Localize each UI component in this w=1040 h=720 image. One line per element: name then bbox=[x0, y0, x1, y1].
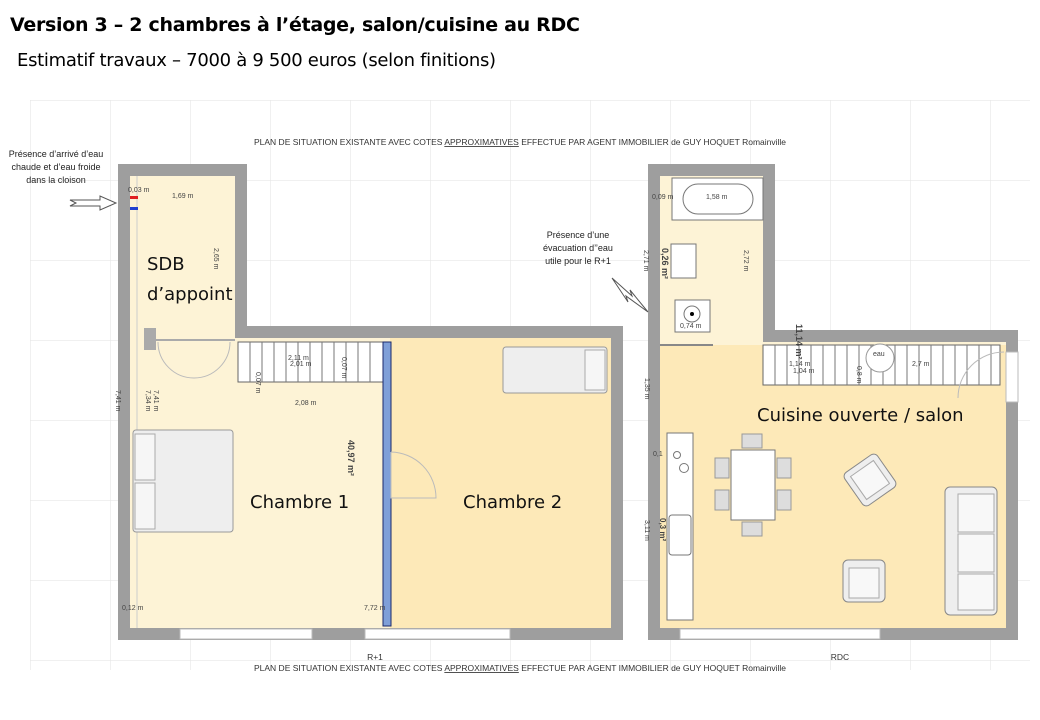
dimension-label: 0,1 bbox=[653, 451, 663, 458]
dimension-label: 0,07 m bbox=[340, 357, 347, 379]
dimension-label: 2,72 m bbox=[742, 250, 749, 272]
upper-floor-plan: Présence d’arrivé d’eau chaude et d’eau … bbox=[9, 149, 623, 640]
dimension-label: 0,74 m bbox=[680, 323, 702, 330]
toilet bbox=[674, 299, 711, 333]
dining-table bbox=[714, 433, 792, 537]
window bbox=[1005, 351, 1019, 403]
drain-note: évacuation d’’eau bbox=[543, 243, 613, 253]
ground-floor-plan: Présence d’une évacuation d’’eau utile p… bbox=[543, 164, 1019, 640]
caption-top: PLAN DE SITUATION EXISTANTE AVEC COTES A… bbox=[254, 137, 786, 147]
arrow-icon bbox=[69, 195, 118, 211]
dimension-label: 0,12 m bbox=[122, 605, 144, 612]
caption-bottom: PLAN DE SITUATION EXISTANTE AVEC COTES A… bbox=[254, 663, 786, 673]
chambre2-door bbox=[390, 451, 437, 499]
dimension-label: 7,34 m bbox=[144, 390, 151, 412]
dimension-label: 0,09 m bbox=[652, 194, 674, 201]
dimension-label: 7,72 m bbox=[364, 605, 386, 612]
window bbox=[679, 628, 881, 640]
new-partition-wall bbox=[382, 341, 392, 627]
level-label-ground: RDC bbox=[831, 652, 849, 662]
window bbox=[179, 628, 313, 640]
sofa bbox=[944, 486, 998, 616]
dimension-label: 2,71 m bbox=[642, 250, 649, 272]
bed-chambre2 bbox=[502, 346, 608, 394]
sink bbox=[670, 243, 697, 279]
dimension-label: 7,41 m bbox=[114, 390, 121, 412]
bed-chambre1 bbox=[132, 429, 234, 533]
water-heater-label: eau bbox=[873, 351, 885, 358]
page-subtitle: Estimatif travaux – 7000 à 9 500 euros (… bbox=[17, 50, 496, 71]
room-label-cuisine: Cuisine ouverte / salon bbox=[757, 405, 964, 426]
dimension-label: 1,14 m bbox=[789, 361, 811, 368]
dimension-label: 2,65 m bbox=[212, 248, 219, 270]
level-label-upper: R+1 bbox=[367, 652, 383, 662]
water-note: Présence d’arrivé d’eau bbox=[9, 149, 104, 159]
page-title: Version 3 – 2 chambres à l’étage, salon/… bbox=[10, 14, 580, 36]
room-label-sdb: SDB bbox=[147, 254, 185, 275]
stairs-upper bbox=[237, 341, 387, 383]
arrow-icon bbox=[611, 277, 649, 313]
armchair bbox=[843, 453, 897, 507]
area-label: 11,14 m² bbox=[794, 324, 804, 360]
window bbox=[364, 628, 511, 640]
hot-water-marker bbox=[130, 196, 138, 199]
dimension-label: 1,04 m bbox=[793, 368, 815, 375]
room-label-sdb: d’appoint bbox=[147, 284, 233, 305]
dimension-label: 7,41 m bbox=[152, 390, 159, 412]
dimension-label: 3,11 m bbox=[643, 520, 650, 541]
area-label: 0,3 m² bbox=[658, 518, 667, 541]
dimension-label: 2,01 m bbox=[290, 361, 312, 368]
kitchen-counter bbox=[666, 432, 694, 621]
sdb-double-door bbox=[157, 341, 231, 379]
dimension-label: 2,7 m bbox=[912, 361, 930, 368]
room-label-chambre2: Chambre 2 bbox=[463, 492, 562, 513]
dimension-label: 1,69 m bbox=[172, 193, 194, 200]
column bbox=[144, 328, 156, 350]
stairs-ground bbox=[762, 343, 1001, 386]
bathtub bbox=[671, 177, 764, 221]
water-note: dans la cloison bbox=[26, 175, 86, 185]
dimension-label: 1,35 m bbox=[643, 378, 650, 400]
dimension-label: 0,8 m bbox=[855, 366, 862, 384]
area-label: 0,26 m² bbox=[660, 248, 670, 279]
drain-note: utile pour le R+1 bbox=[545, 256, 611, 266]
dimension-label: 1,58 m bbox=[706, 194, 728, 201]
dimension-label: 0,07 m bbox=[254, 372, 261, 394]
room-label-chambre1: Chambre 1 bbox=[250, 492, 349, 513]
drain-note: Présence d’une bbox=[547, 230, 610, 240]
water-heater bbox=[865, 343, 895, 373]
area-label: 40,97 m² bbox=[346, 440, 356, 476]
dimension-label: 0,03 m bbox=[128, 187, 150, 194]
dimension-label: 2,08 m bbox=[295, 400, 317, 407]
entrance-door bbox=[957, 351, 1005, 399]
dimension-label: 2,11 m bbox=[288, 355, 309, 362]
armchair bbox=[842, 559, 886, 603]
water-note: chaude et d’eau froide bbox=[11, 162, 100, 172]
cold-water-marker bbox=[130, 207, 138, 210]
